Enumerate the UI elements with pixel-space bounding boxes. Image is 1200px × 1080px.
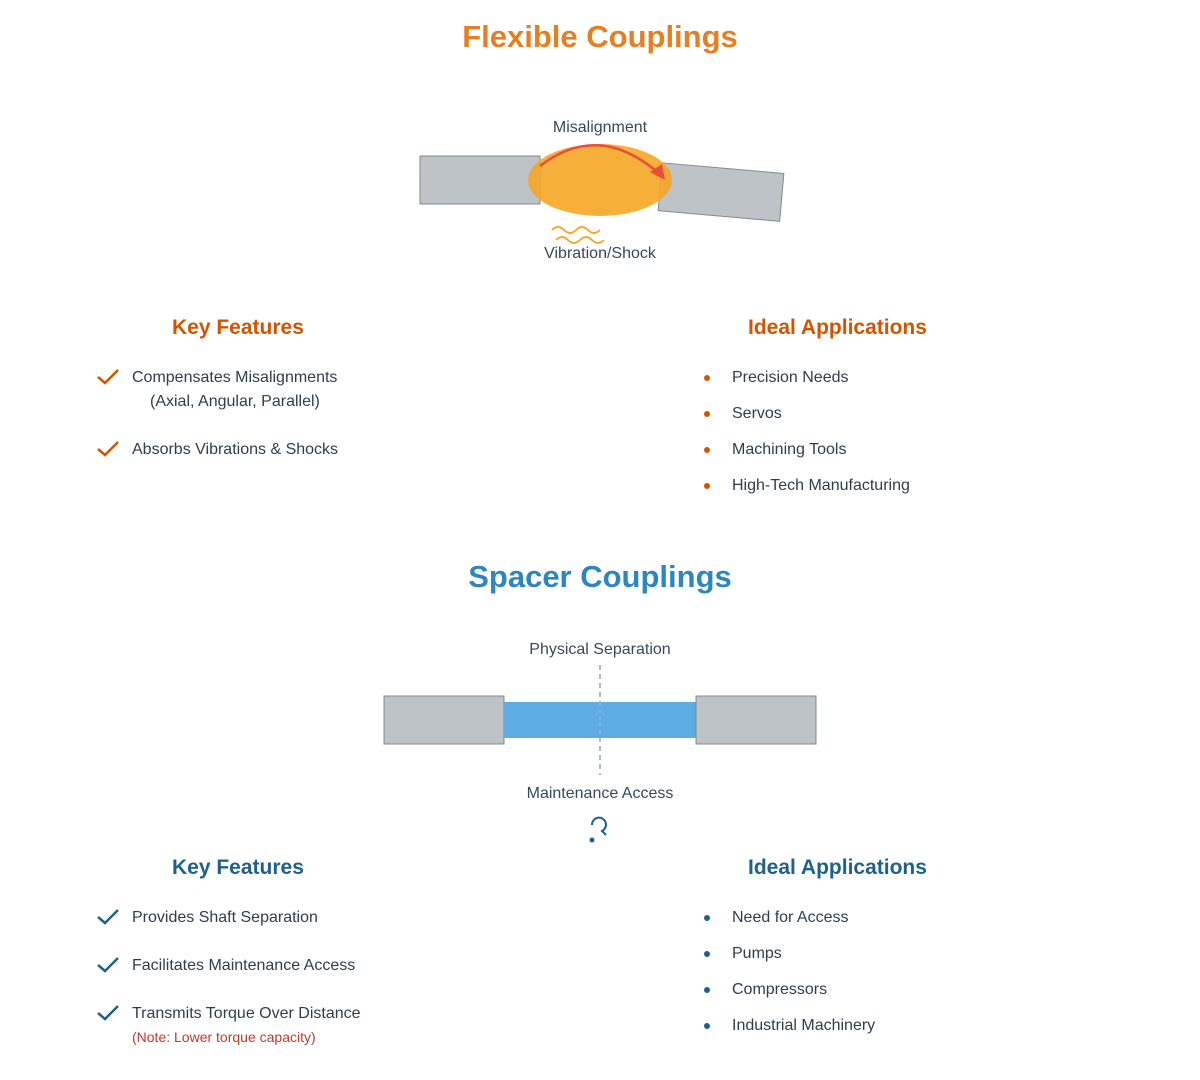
spacer-applications-list: Need for Access Pumps Compressors Indust… [700, 906, 1100, 1050]
misalignment-arrow [539, 144, 663, 177]
application-text: Servos [732, 405, 782, 422]
application-text: Precision Needs [732, 369, 849, 386]
feature-subtext: (Axial, Angular, Parallel) [150, 393, 320, 410]
application-item: Need for Access [700, 906, 1100, 942]
spacer-couplings-title: Spacer Couplings [468, 559, 732, 594]
feature-item: Compensates Misalignments (Axial, Angula… [96, 366, 516, 414]
spacer-applications-heading: Ideal Applications [748, 856, 927, 879]
vibration-label: Vibration/Shock [544, 245, 657, 262]
spacer-features-list: Provides Shaft Separation Facilitates Ma… [96, 906, 516, 1048]
bullet-icon [704, 1023, 710, 1029]
flex-features-heading: Key Features [172, 316, 304, 339]
physical-separation-label: Physical Separation [529, 641, 670, 658]
application-item: Machining Tools [700, 438, 1100, 474]
check-icon [97, 441, 119, 457]
feature-text: Facilitates Maintenance Access [132, 957, 356, 974]
bullet-icon [704, 483, 710, 489]
bullet-icon [704, 987, 710, 993]
spacer-features-heading: Key Features [172, 856, 304, 879]
right-shaft [695, 695, 817, 745]
right-shaft [657, 162, 785, 222]
misalignment-label: Misalignment [553, 119, 648, 136]
application-item: Pumps [700, 942, 1100, 978]
check-icon [97, 957, 119, 973]
flex-applications-heading: Ideal Applications [748, 316, 927, 339]
vibration-wave-icon [551, 226, 601, 234]
application-item: Servos [700, 402, 1100, 438]
application-text: Need for Access [732, 909, 849, 926]
check-icon [97, 369, 119, 385]
flex-applications-list: Precision Needs Servos Machining Tools H… [700, 366, 1100, 510]
flexible-couplings-title: Flexible Couplings [462, 19, 738, 54]
application-text: Pumps [732, 945, 782, 962]
check-icon [97, 909, 119, 925]
flexible-element [528, 144, 672, 216]
torque-note: (Note: Lower torque capacity) [132, 1029, 316, 1045]
check-icon [97, 1005, 119, 1021]
feature-text: Compensates Misalignments [132, 369, 338, 386]
application-text: Compressors [732, 981, 828, 998]
application-item: High-Tech Manufacturing [700, 474, 1100, 510]
left-shaft [419, 155, 541, 205]
feature-text: Transmits Torque Over Distance [132, 1005, 361, 1022]
application-item: Compressors [700, 978, 1100, 1014]
application-text: High-Tech Manufacturing [732, 477, 910, 494]
left-shaft [383, 695, 505, 745]
application-text: Machining Tools [732, 441, 847, 458]
application-text: Industrial Machinery [732, 1017, 876, 1034]
spacer-coupling-diagram: Physical Separation Maintenance Access [383, 641, 817, 843]
wrench-icon [589, 816, 607, 843]
feature-item: Absorbs Vibrations & Shocks [96, 438, 516, 462]
bullet-icon [704, 915, 710, 921]
flexible-coupling-diagram: Misalignment Vibration/Shock [419, 119, 785, 262]
feature-text: Provides Shaft Separation [132, 909, 318, 926]
feature-text: Absorbs Vibrations & Shocks [132, 441, 339, 458]
bullet-icon [704, 951, 710, 957]
application-item: Industrial Machinery [700, 1014, 1100, 1050]
application-item: Precision Needs [700, 366, 1100, 402]
maintenance-access-label: Maintenance Access [527, 785, 674, 802]
feature-item: Provides Shaft Separation [96, 906, 516, 930]
misalignment-arrowhead [650, 164, 665, 180]
feature-item: Facilitates Maintenance Access [96, 954, 516, 978]
feature-item: Transmits Torque Over Distance (Note: Lo… [96, 1002, 516, 1048]
bullet-icon [704, 447, 710, 453]
vibration-wave-icon-2 [555, 236, 605, 244]
flex-features-list: Compensates Misalignments (Axial, Angula… [96, 366, 516, 462]
bullet-icon [704, 411, 710, 417]
bullet-icon [704, 375, 710, 381]
